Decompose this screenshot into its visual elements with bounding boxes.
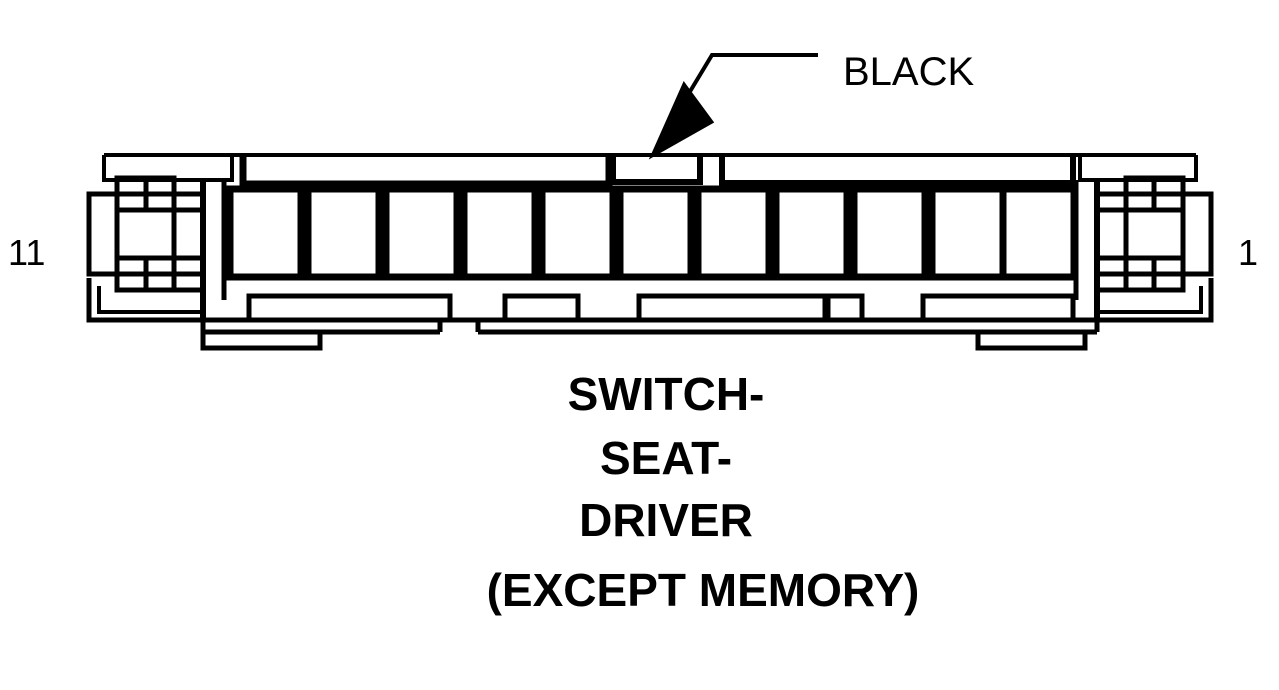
caption-line-1: SWITCH-	[568, 368, 765, 420]
connector-body	[86, 153, 1214, 351]
callout-label-black: BLACK	[843, 50, 974, 94]
pin-label-left-11: 11	[8, 232, 45, 273]
pin-cavity	[616, 185, 695, 281]
pin-cavity	[460, 185, 539, 281]
connector-bottom-rail	[89, 293, 1211, 351]
pin-label-right-1: 1	[1238, 232, 1258, 273]
pin-cavity	[850, 185, 929, 281]
pin-cavity	[999, 185, 1078, 281]
pin-cavity-row	[226, 185, 1078, 281]
connector-top-flange	[102, 153, 1198, 188]
caption-line-2: SEAT-	[600, 432, 732, 484]
pin-cavity	[226, 185, 305, 281]
pin-cavity	[772, 185, 851, 281]
connector-right-latch	[1094, 175, 1214, 323]
cavity-frame	[221, 180, 1079, 300]
pin-cavity	[304, 185, 383, 281]
connector-caption: SWITCH- SEAT- DRIVER (EXCEPT MEMORY)	[487, 368, 920, 616]
pin-cavity	[538, 185, 617, 281]
pin-cavity	[928, 185, 1007, 281]
pin-cavity	[694, 185, 773, 281]
connector-left-latch	[86, 175, 206, 323]
pin-cavity	[382, 185, 461, 281]
caption-line-4: (EXCEPT MEMORY)	[487, 564, 920, 616]
arrow-pointer-icon	[648, 81, 715, 160]
black-callout-group: BLACK	[648, 50, 974, 160]
caption-line-3: DRIVER	[579, 494, 753, 546]
